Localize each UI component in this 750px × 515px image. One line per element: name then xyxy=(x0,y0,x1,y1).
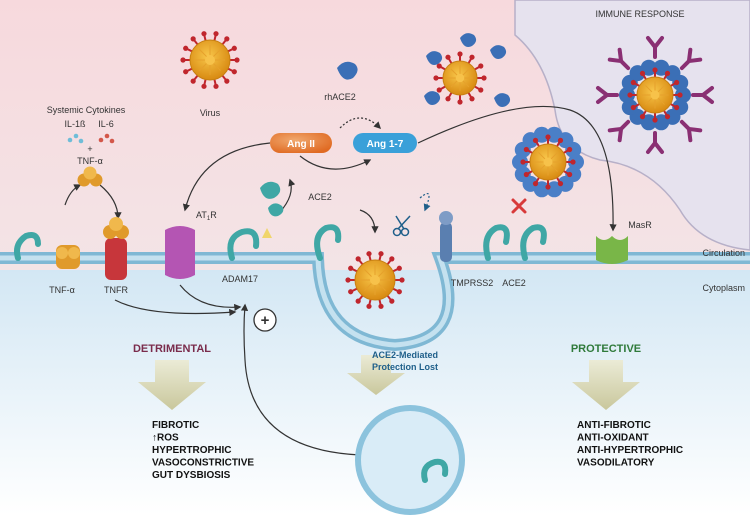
immune-response-label: IMMUNE RESPONSE xyxy=(595,9,684,19)
at1r-icon xyxy=(165,226,195,279)
effect-item: VASODILATORY xyxy=(577,458,655,469)
effect-item: GUT DYSBIOSIS xyxy=(152,470,231,481)
adam17-icon xyxy=(227,228,272,261)
vesicle-ace2-icon xyxy=(421,458,449,483)
detrimental-arrow xyxy=(138,360,206,410)
protection-lost-arrow xyxy=(347,355,405,395)
protective-effects-list: ANTI-FIBROTIC ANTI-OXIDANTANTI-HYPERTROPH… xyxy=(577,420,683,469)
il6-label: IL-6 xyxy=(98,119,114,129)
ang17-to-masr-arrow xyxy=(417,105,617,232)
tnfr-icon xyxy=(103,217,129,280)
endocytosed-virus-icon xyxy=(345,251,405,309)
virus-entry-arrow xyxy=(359,209,379,234)
il1b-label: IL-1ß xyxy=(64,119,86,129)
virus-icon xyxy=(180,31,240,89)
cytokine-arrow-down xyxy=(99,184,122,220)
scissors-icon xyxy=(392,215,411,237)
virus-label: Virus xyxy=(200,108,221,118)
tnfr-to-adam17-arrow xyxy=(114,299,237,316)
effect-item: FIBROTIC xyxy=(152,420,199,431)
cytokine-plus-label: + xyxy=(87,144,92,154)
effect-item: ANTI-HYPERTROPHIC xyxy=(577,445,683,456)
ace2-conversion-arrow xyxy=(299,155,372,170)
effect-item: ANTI-FIBROTIC xyxy=(577,420,651,431)
effect-item: VASOCONSTRICTIVE xyxy=(152,458,254,469)
blocked-x-icon xyxy=(511,198,527,214)
ang2-to-at1r-arrow xyxy=(182,142,271,212)
tnfr-label: TNFR xyxy=(104,285,128,295)
tnf-alpha-receptor-left xyxy=(14,232,80,269)
ang17-label: Ang 1-7 xyxy=(367,139,404,150)
cytoplasm-label: Cytoplasm xyxy=(702,283,745,293)
rhace2-icon xyxy=(337,61,358,80)
cytokine-arrow-up xyxy=(64,184,82,206)
ace2-receptor-right-a xyxy=(483,224,510,261)
tnf-alpha-trimer-icon xyxy=(77,166,103,187)
upregulation-plus-circle xyxy=(253,308,277,332)
ace2-receptor-left xyxy=(314,224,342,261)
effect-item: ↑ROS xyxy=(152,433,179,444)
ace2-lost-line1: ACE2-Mediated xyxy=(372,350,438,360)
tmprss2-label: TMPRSS2 xyxy=(451,278,494,288)
rhace2-conversion-arrow xyxy=(339,117,382,130)
adam17-label: ADAM17 xyxy=(222,274,258,284)
il6-dots-icon xyxy=(98,133,115,144)
vesicle-feedback-arrow xyxy=(240,303,361,456)
detrimental-label: DETRIMENTAL xyxy=(133,343,211,355)
neutralized-virus-icon xyxy=(512,126,584,198)
effect-item: HYPERTROPHIC xyxy=(152,445,231,456)
shed-ace2-icon xyxy=(260,181,281,199)
ace2-lost-line2: Protection Lost xyxy=(372,362,438,372)
upregulation-plus: + xyxy=(261,312,270,329)
ang2-label: Ang II xyxy=(287,139,315,150)
tnf-alpha-top-label: TNF-α xyxy=(77,156,103,166)
at1r-label: AT1R xyxy=(196,210,217,222)
effect-item: ANTI-OXIDANT xyxy=(577,433,649,444)
ace2-left-label: ACE2 xyxy=(308,192,332,202)
ace2-right-label: ACE2 xyxy=(502,278,526,288)
ang17-pill xyxy=(353,133,417,153)
masr-icon xyxy=(596,236,628,264)
shed-ace2-icon-2 xyxy=(268,203,284,217)
il1b-dots-icon xyxy=(67,133,84,144)
endocytic-vesicle xyxy=(355,405,465,515)
cell-membrane-inner xyxy=(0,255,750,348)
ace2-receptor-right-b xyxy=(520,224,547,261)
ang2-pill xyxy=(270,133,332,153)
masr-label: MasR xyxy=(628,220,652,230)
increase-arrow-icon: ↑ xyxy=(152,433,157,444)
systemic-cytokines-label: Systemic Cytokines xyxy=(47,105,126,115)
protective-label: PROTECTIVE xyxy=(571,343,641,355)
protective-arrow xyxy=(572,360,640,410)
antibody-coated-virus-icon xyxy=(596,36,714,154)
rhace2-label: rhACE2 xyxy=(324,92,356,102)
circulation-label: Circulation xyxy=(702,248,745,258)
virus-rhace2-bound-icon xyxy=(424,33,511,107)
at1r-to-adam17-arrow xyxy=(179,284,242,312)
tnf-alpha-bottom-label: TNF-α xyxy=(49,285,75,295)
tmprss2-icon xyxy=(439,211,453,262)
